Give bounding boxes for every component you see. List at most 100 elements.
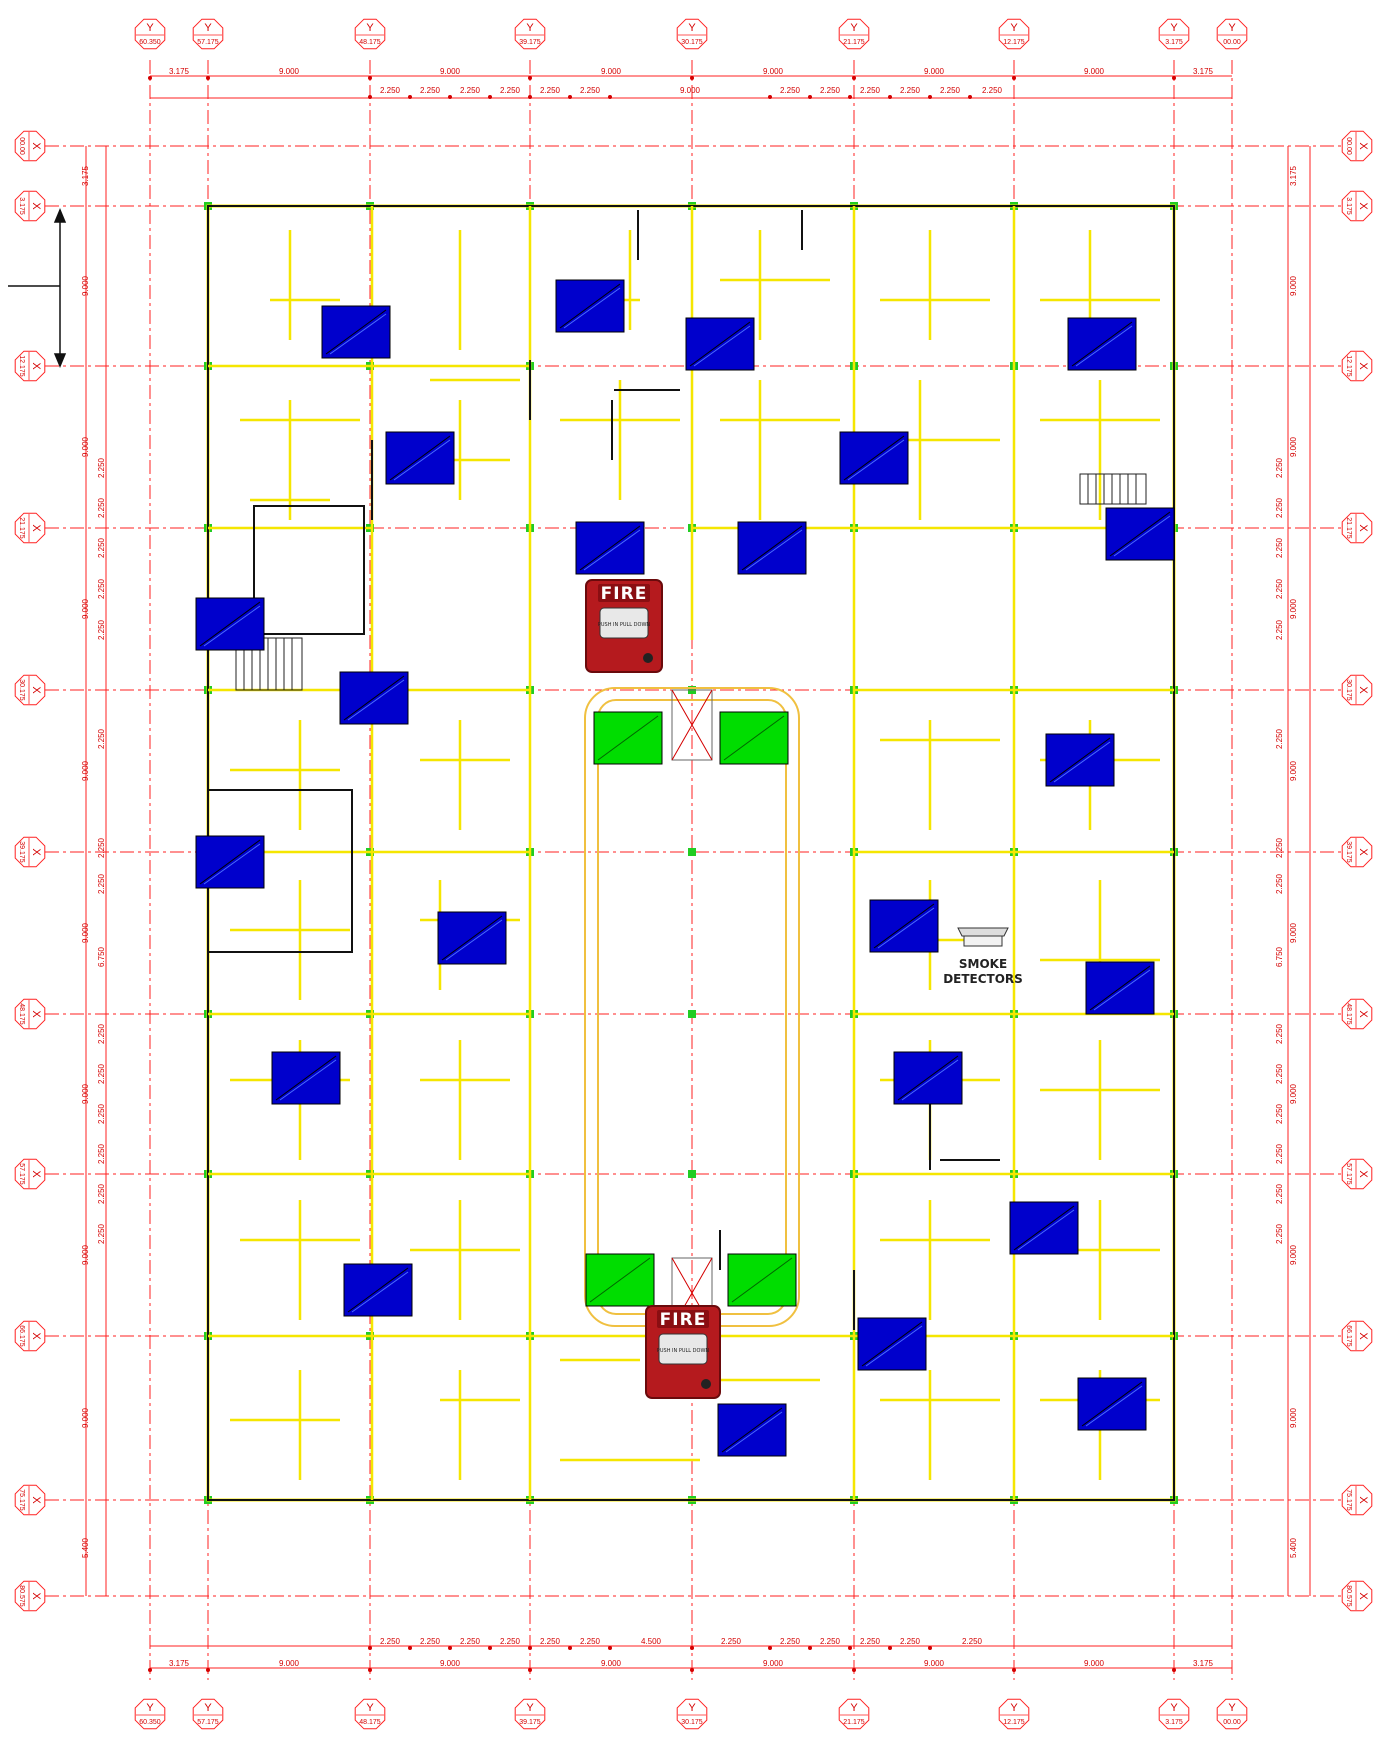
y-axis-tag-top[interactable]: Y30.175	[676, 18, 708, 50]
smoke-detector[interactable]	[437, 911, 507, 965]
y-axis-tag-bottom[interactable]: Y60.350	[134, 1698, 166, 1730]
y-axis-tag-bottom[interactable]: Y3.175	[1158, 1698, 1190, 1730]
bottom-dimension: 3.175	[169, 1659, 190, 1668]
x-axis-tag-left[interactable]: X39.175	[14, 836, 46, 868]
left-sub-dimension: 2.250	[97, 1103, 106, 1124]
x-axis-tag-left[interactable]: X75.175	[14, 1484, 46, 1516]
y-axis-tag-top[interactable]: Y21.175	[838, 18, 870, 50]
smoke-detector[interactable]	[195, 597, 265, 651]
x-axis-tag-right[interactable]: X39.175	[1341, 836, 1373, 868]
heat-detector[interactable]	[727, 1253, 797, 1307]
smoke-detector[interactable]	[385, 431, 455, 485]
y-axis-tag-top[interactable]: Y39.175	[514, 18, 546, 50]
top-dimension: 9.000	[1084, 67, 1105, 76]
axis-tag-letter: Y	[1228, 22, 1236, 34]
smoke-detector[interactable]	[869, 899, 939, 953]
x-axis-tag-left[interactable]: X30.175	[14, 674, 46, 706]
axis-tag-letter: X	[1357, 524, 1369, 532]
x-axis-tag-left[interactable]: X3.175	[14, 190, 46, 222]
right-sub-dimension: 2.250	[1275, 578, 1284, 599]
heat-detector[interactable]	[585, 1253, 655, 1307]
axis-tag-value: 21.175	[18, 517, 25, 539]
y-axis-tag-top[interactable]: Y48.175	[354, 18, 386, 50]
smoke-detector[interactable]	[555, 279, 625, 333]
smoke-detector[interactable]	[857, 1317, 927, 1371]
y-axis-tag-top[interactable]: Y60.350	[134, 18, 166, 50]
heat-detector[interactable]	[719, 711, 789, 765]
axis-tag-value: 39.175	[18, 841, 25, 863]
axis-tag-value: 57.175	[197, 39, 219, 46]
smoke-detector[interactable]	[575, 521, 645, 575]
smoke-detector[interactable]	[1009, 1201, 1079, 1255]
smoke-detector[interactable]	[1045, 733, 1115, 787]
axis-tag-letter: X	[1357, 362, 1369, 370]
left-dimension: 9.000	[81, 598, 90, 619]
y-axis-tag-top[interactable]: Y12.175	[998, 18, 1030, 50]
x-axis-tag-right[interactable]: X80.575	[1341, 1580, 1373, 1612]
x-axis-tag-left[interactable]: X00.00	[14, 130, 46, 162]
y-axis-tag-top[interactable]: Y57.175	[192, 18, 224, 50]
x-axis-tag-left[interactable]: X66.175	[14, 1320, 46, 1352]
smoke-detector[interactable]	[1077, 1377, 1147, 1431]
y-axis-tag-bottom[interactable]: Y48.175	[354, 1698, 386, 1730]
x-axis-tag-right[interactable]: X 21.175	[1341, 512, 1373, 544]
smoke-detector[interactable]	[1105, 507, 1175, 561]
right-dimension: 5.400	[1289, 1537, 1298, 1558]
y-axis-tag-bottom[interactable]: Y30.175	[676, 1698, 708, 1730]
left-dimension: 3.175	[81, 165, 90, 186]
y-axis-tag-top[interactable]: Y00.00	[1216, 18, 1248, 50]
top-sub-dimension: 2.250	[500, 86, 521, 95]
axis-tag-letter: X	[30, 142, 42, 150]
y-axis-tag-bottom[interactable]: Y00.00	[1216, 1698, 1248, 1730]
left-dimension: 9.000	[81, 1407, 90, 1428]
smoke-detector[interactable]	[1085, 961, 1155, 1015]
smoke-detector[interactable]	[271, 1051, 341, 1105]
left-dimension: 9.000	[81, 922, 90, 943]
x-axis-tag-left[interactable]: X21.175	[14, 512, 46, 544]
smoke-detector[interactable]	[1067, 317, 1137, 371]
smoke-detector[interactable]	[195, 835, 265, 889]
bottom-dimension: 3.175	[1193, 1659, 1214, 1668]
smoke-detector[interactable]	[839, 431, 909, 485]
y-axis-tag-top[interactable]: Y3.175	[1158, 18, 1190, 50]
smoke-detector[interactable]	[339, 671, 409, 725]
axis-tag-value: 75.175	[1345, 1489, 1352, 1511]
x-axis-tag-right[interactable]: X3.175	[1341, 190, 1373, 222]
x-axis-tag-left[interactable]: X57.175	[14, 1158, 46, 1190]
x-axis-tag-left[interactable]: X48.175	[14, 998, 46, 1030]
smoke-detector[interactable]	[685, 317, 755, 371]
x-axis-tag-right[interactable]: X00.00	[1341, 130, 1373, 162]
smoke-detector[interactable]	[893, 1051, 963, 1105]
x-axis-tag-right[interactable]: X30.175	[1341, 674, 1373, 706]
smoke-detector[interactable]	[737, 521, 807, 575]
x-axis-tag-left[interactable]: X12.175	[14, 350, 46, 382]
right-dimension: 9.000	[1289, 1407, 1298, 1428]
right-sub-dimension: 2.250	[1275, 873, 1284, 894]
fire-alarm-pull-station-1[interactable]: FIRE PUSH IN PULL DOWN	[585, 579, 663, 673]
y-axis-tag-bottom[interactable]: Y12.175	[998, 1698, 1030, 1730]
left-sub-dimension: 2.250	[97, 837, 106, 858]
right-sub-dimension: 2.250	[1275, 1023, 1284, 1044]
axis-tag-value: 21.175	[1345, 517, 1352, 539]
y-axis-tag-bottom[interactable]: Y21.175	[838, 1698, 870, 1730]
x-axis-tag-left[interactable]: X80.575	[14, 1580, 46, 1612]
left-sub-dimension: 2.250	[97, 873, 106, 894]
heat-detector[interactable]	[593, 711, 663, 765]
fire-alarm-pull-station-2[interactable]: FIRE PUSH IN PULL DOWN	[645, 1305, 721, 1399]
x-axis-tag-right[interactable]: X12.175	[1341, 350, 1373, 382]
axis-tag-value: 3.175	[1345, 197, 1352, 215]
x-axis-tag-right[interactable]: X75.175	[1341, 1484, 1373, 1516]
x-axis-tag-right[interactable]: X57.175	[1341, 1158, 1373, 1190]
x-axis-tag-right[interactable]: X48.175	[1341, 998, 1373, 1030]
smoke-detector[interactable]	[321, 305, 391, 359]
smoke-detector[interactable]	[343, 1263, 413, 1317]
smoke-detector[interactable]	[717, 1403, 787, 1457]
left-dimension: 9.000	[81, 1083, 90, 1104]
x-axis-tag-right[interactable]: X66.175	[1341, 1320, 1373, 1352]
y-axis-tag-bottom[interactable]: Y39.175	[514, 1698, 546, 1730]
axis-tag-value: 00.00	[1345, 137, 1352, 155]
bottom-sub-dimension: 2.250	[962, 1637, 983, 1646]
bottom-sub-dimension: 2.250	[860, 1637, 881, 1646]
y-axis-tag-bottom[interactable]: Y57.175	[192, 1698, 224, 1730]
